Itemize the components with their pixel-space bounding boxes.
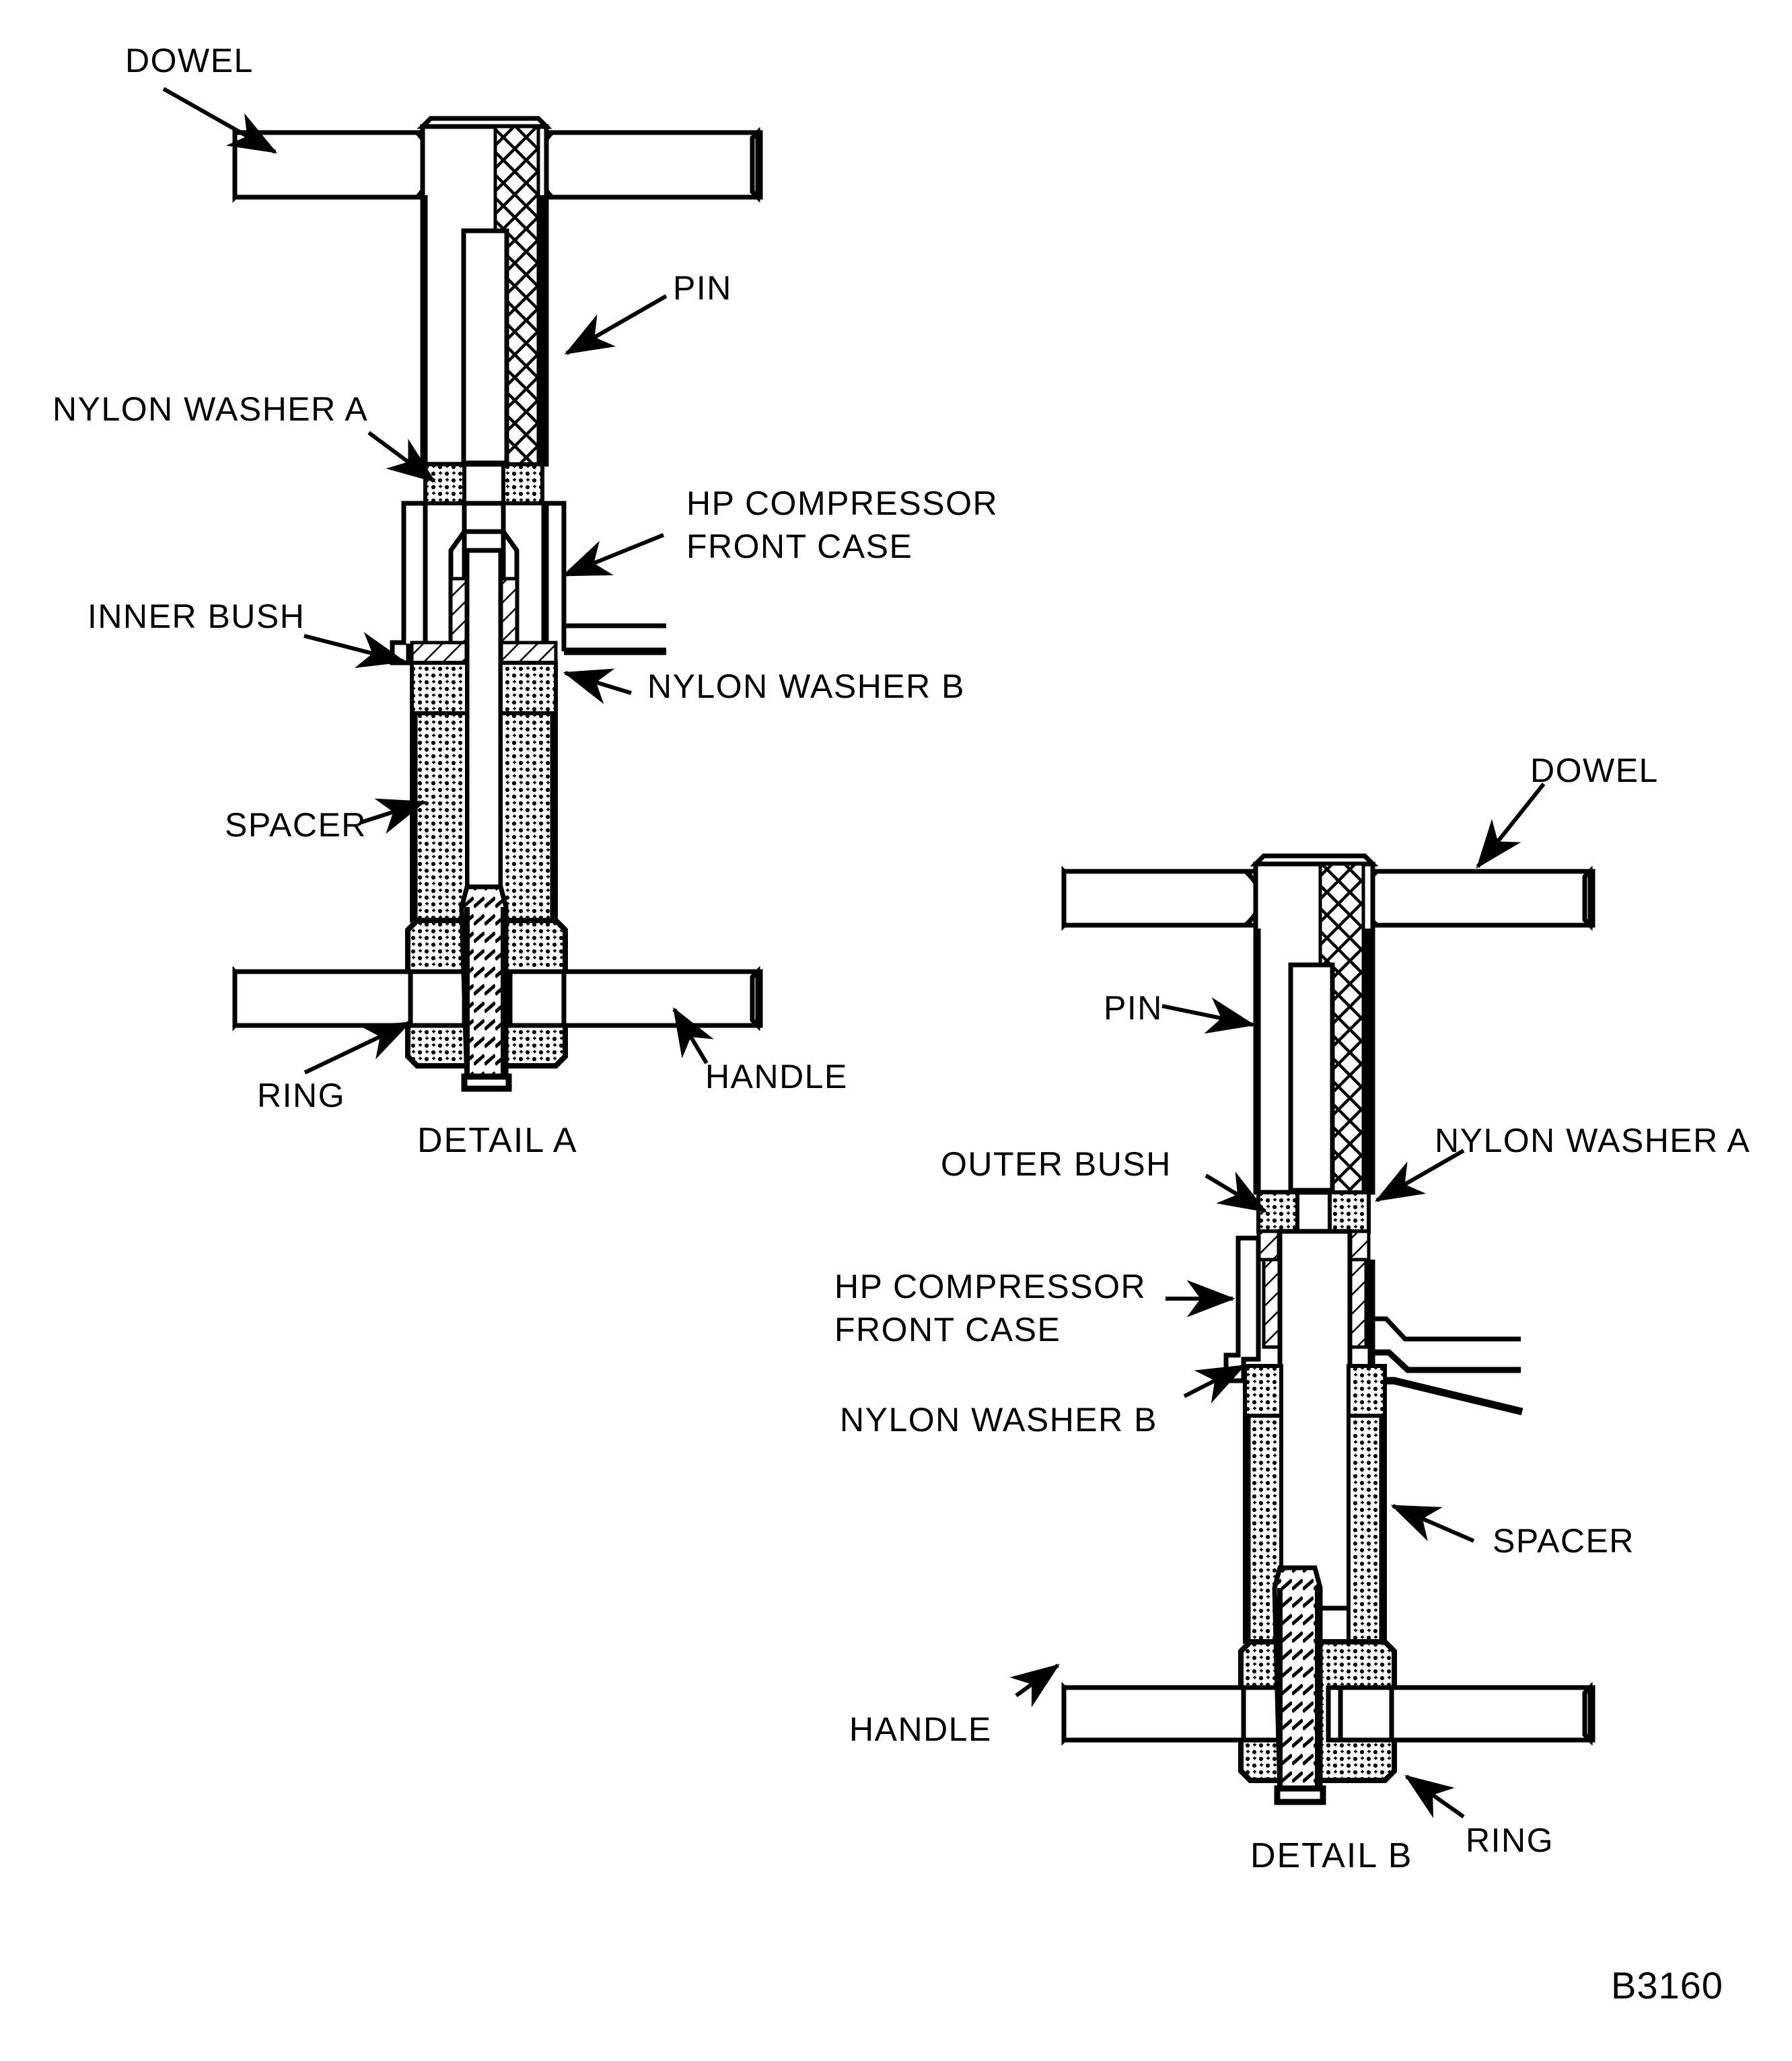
leader-nylon-washer-a	[1374, 1149, 1465, 1202]
leader-ring	[1404, 1774, 1465, 1819]
label-dowel-b: DOWEL	[1530, 752, 1659, 789]
detail-b-nylon-washer-b	[1243, 1364, 1387, 1418]
hp-case-line-2: FRONT CASE	[686, 528, 913, 565]
detail-b-assembly	[1009, 783, 1596, 1819]
hp-case-line-1: HP COMPRESSOR	[686, 484, 999, 522]
label-outer-bush-b: OUTER BUSH	[941, 1145, 1172, 1183]
label-ring-a: RING	[257, 1077, 345, 1114]
detail-b-pin-head	[1250, 853, 1379, 1195]
label-spacer-b: SPACER	[1493, 1522, 1635, 1560]
leader-inner-bush	[303, 632, 406, 668]
label-nylon-washer-a-a: NYLON WASHER A	[52, 390, 369, 428]
leader-handle	[1009, 1663, 1060, 1708]
detail-a-spacer	[410, 711, 558, 923]
label-handle-b: HANDLE	[849, 1710, 992, 1748]
detail-b-threaded-screw	[1272, 1565, 1326, 1805]
leader-hp-case	[561, 533, 665, 577]
detail-b-bottom-handle-bar	[1061, 1682, 1596, 1746]
label-hp-compressor-front-case-a: HP COMPRESSOR FRONT CASE	[686, 482, 998, 568]
caption-detail-a: DETAIL A	[417, 1121, 578, 1160]
leader-dowel	[162, 87, 278, 154]
label-spacer-a: SPACER	[225, 806, 367, 844]
label-handle-a: HANDLE	[705, 1058, 848, 1095]
leader-ring	[303, 1021, 412, 1075]
label-nylon-washer-a-b: NYLON WASHER A	[1435, 1122, 1751, 1159]
leader-outer-bush	[1205, 1171, 1268, 1213]
leader-handle	[672, 1007, 714, 1064]
leader-pin	[564, 294, 668, 355]
label-dowel-a: DOWEL	[125, 42, 254, 79]
detail-b-leader-lines	[1009, 783, 1546, 1819]
caption-detail-b: DETAIL B	[1250, 1836, 1413, 1875]
label-hp-compressor-front-case-b: HP COMPRESSOR FRONT CASE	[834, 1265, 1146, 1351]
leader-nylon-washer-a	[367, 431, 436, 483]
leader-nylon-washer-b	[1183, 1364, 1246, 1404]
label-nylon-washer-b-b: NYLON WASHER B	[840, 1401, 1158, 1439]
figure-id: B3160	[1611, 1964, 1723, 2006]
label-inner-bush-a: INNER BUSH	[87, 598, 306, 635]
label-ring-b: RING	[1466, 1821, 1554, 1859]
detail-a-assembly	[162, 87, 763, 1092]
detail-a-pin-head	[417, 116, 552, 467]
detail-a-inner-bush	[410, 501, 558, 930]
detail-a-nylon-washer-b	[410, 661, 558, 715]
leader-pin	[1161, 997, 1256, 1034]
leader-spacer	[361, 798, 427, 834]
detail-a-threaded-screw	[459, 884, 512, 1092]
detail-a-leader-lines	[162, 87, 714, 1075]
leader-nylon-washer-b	[563, 668, 632, 704]
leader-spacer	[1390, 1504, 1475, 1543]
hp-case-line-2: FRONT CASE	[834, 1311, 1061, 1348]
label-pin-b: PIN	[1104, 989, 1163, 1027]
label-pin-a: PIN	[673, 269, 732, 307]
hp-case-line-1: HP COMPRESSOR	[834, 1268, 1147, 1305]
leader-dowel	[1476, 783, 1546, 869]
label-nylon-washer-b-a: NYLON WASHER B	[647, 667, 966, 705]
